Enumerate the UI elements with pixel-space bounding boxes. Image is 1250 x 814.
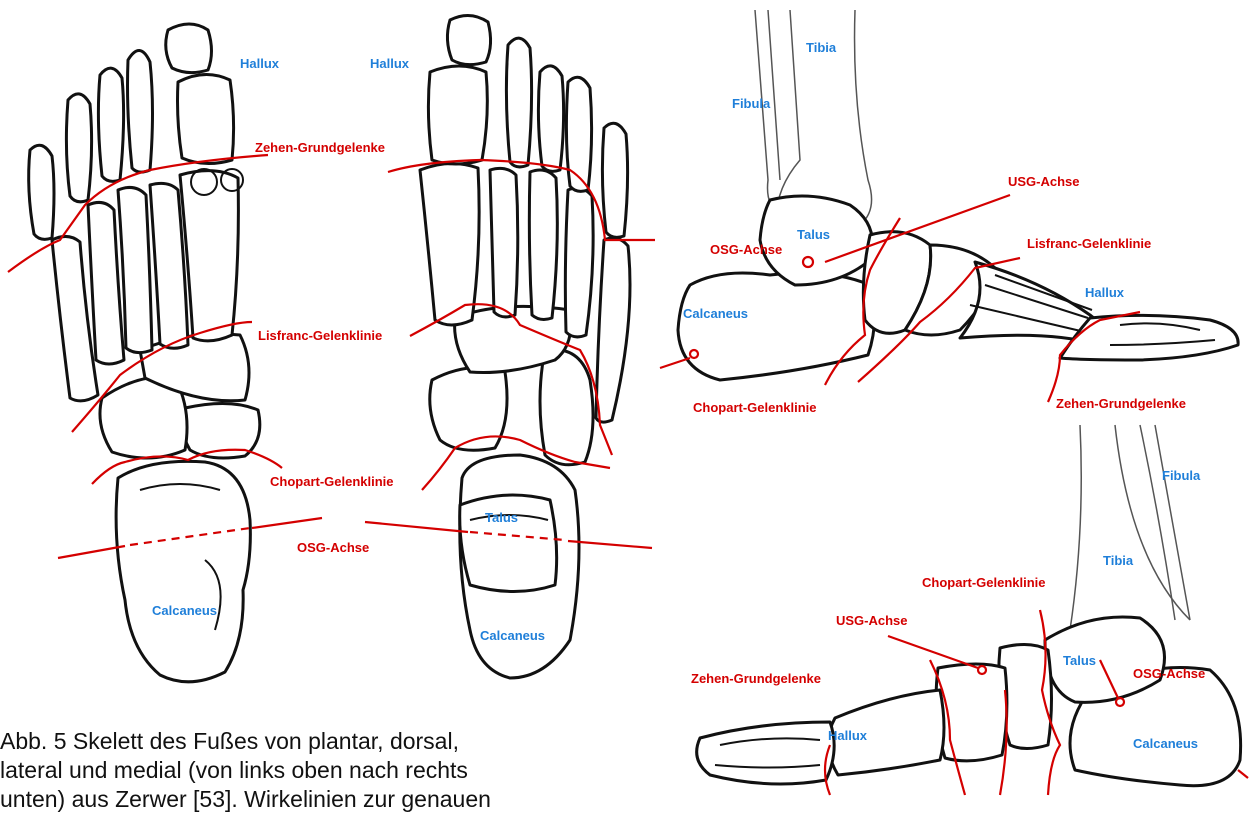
- plantar-osg-line: [58, 546, 125, 558]
- dorsal-hallux-proximal: [428, 66, 487, 164]
- plantar-lisfranc-label: Lisfranc-Gelenklinie: [258, 328, 382, 343]
- medial-usg-label: USG-Achse: [836, 613, 908, 628]
- medial-zehen-label: Zehen-Grundgelenke: [691, 671, 821, 686]
- plantar-calcaneus: [116, 461, 250, 681]
- dorsal-toe-5: [602, 123, 627, 237]
- dorsal-metatarsal-2: [490, 168, 518, 317]
- medial-view: Fibula Tibia Chopart-Gelenklinie USG-Ach…: [691, 425, 1248, 795]
- plantar-hallux-proximal: [178, 74, 234, 163]
- medial-chopart-label: Chopart-Gelenklinie: [922, 575, 1046, 590]
- dorsal-toe-3: [538, 66, 563, 171]
- dorsal-navicular: [430, 368, 507, 451]
- lateral-usg-label: USG-Achse: [1008, 174, 1080, 189]
- dorsal-metatarsal-5: [596, 238, 630, 422]
- plantar-toe-3: [98, 68, 123, 181]
- dorsal-view: Hallux Talus Calcaneus: [365, 15, 655, 678]
- plantar-calcaneus-label: Calcaneus: [152, 603, 217, 618]
- plantar-zehen-label: Zehen-Grundgelenke: [255, 140, 385, 155]
- dorsal-metatarsal-1: [420, 163, 479, 325]
- plantar-metatarsal-1: [180, 171, 238, 341]
- lateral-zehen-label: Zehen-Grundgelenke: [1056, 396, 1186, 411]
- plantar-metatarsal-4: [88, 202, 124, 364]
- dorsal-osg-line: [365, 522, 468, 532]
- dorsal-toe-4: [566, 77, 591, 191]
- dorsal-calcaneus-label: Calcaneus: [480, 628, 545, 643]
- dorsal-metatarsal-4: [565, 188, 593, 337]
- plantar-chopart-label: Chopart-Gelenklinie: [270, 474, 394, 489]
- lateral-toes: [1060, 315, 1238, 360]
- lateral-hallux-label: Hallux: [1085, 285, 1125, 300]
- medial-hallux-label: Hallux: [828, 728, 868, 743]
- plantar-toe-4: [66, 94, 91, 202]
- lateral-calcaneus: [678, 273, 875, 380]
- medial-calcaneus-label: Calcaneus: [1133, 736, 1198, 751]
- lateral-talus-label: Talus: [797, 227, 830, 242]
- plantar-toe-2: [128, 50, 153, 172]
- figure-caption: Abb. 5 Skelett des Fußes von plantar, do…: [0, 727, 660, 814]
- lateral-view: Tibia Fibula USG-Achse Talus OSG-Achse L…: [660, 10, 1238, 415]
- plantar-hallux-distal: [166, 24, 212, 73]
- lateral-lisfranc-label: Lisfranc-Gelenklinie: [1027, 236, 1151, 251]
- plantar-view: Hallux Zehen-Grundgelenke Lisfranc-Gelen…: [8, 24, 394, 682]
- plantar-hallux-label: Hallux: [240, 56, 280, 71]
- medial-tibia-label: Tibia: [1103, 553, 1134, 568]
- lateral-tibia-label: Tibia: [806, 40, 837, 55]
- plantar-metatarsal-3: [118, 187, 152, 352]
- medial-talus-label: Talus: [1063, 653, 1096, 668]
- dorsal-toe-2: [506, 38, 531, 167]
- lateral-osg-label: OSG-Achse: [710, 242, 782, 257]
- medial-fibula: [1140, 425, 1190, 620]
- plantar-osg-label: OSG-Achse: [297, 540, 369, 555]
- lateral-fibula-label: Fibula: [732, 96, 771, 111]
- dorsal-hallux-label: Hallux: [370, 56, 410, 71]
- medial-hallux: [697, 722, 835, 784]
- dorsal-talus-label: Talus: [485, 510, 518, 525]
- medial-fibula-label: Fibula: [1162, 468, 1201, 483]
- dorsal-metatarsal-3: [529, 170, 557, 319]
- lateral-fibula: [755, 10, 780, 215]
- plantar-toe-5: [29, 145, 54, 239]
- lateral-chopart-label: Chopart-Gelenklinie: [693, 400, 817, 415]
- dorsal-cuboid: [540, 349, 593, 464]
- medial-usg-line: [888, 636, 978, 668]
- lateral-calcaneus-label: Calcaneus: [683, 306, 748, 321]
- dorsal-hallux-distal: [447, 15, 490, 64]
- medial-osg-label: OSG-Achse: [1133, 666, 1205, 681]
